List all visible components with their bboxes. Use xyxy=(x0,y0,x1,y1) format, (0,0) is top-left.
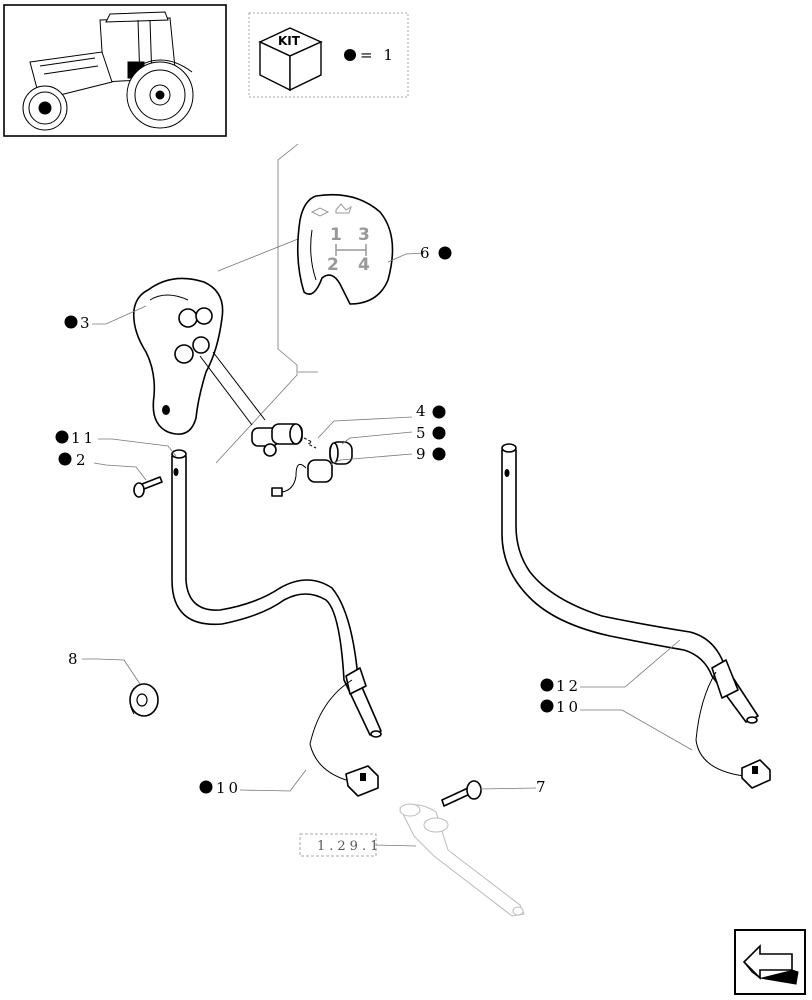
svg-text:4: 4 xyxy=(416,402,429,420)
callout-10-left: 10 xyxy=(199,779,241,797)
callout-9: 9 xyxy=(416,445,446,463)
washer-8 xyxy=(129,683,159,717)
leader-lines xyxy=(82,252,693,792)
tractor-icon xyxy=(22,11,194,131)
svg-text:3: 3 xyxy=(80,314,93,332)
svg-text:10: 10 xyxy=(216,779,241,797)
tortoise-symbol-icon xyxy=(335,203,352,214)
gear-4-label: 4 xyxy=(358,255,370,275)
svg-text:12: 12 xyxy=(556,677,581,695)
gear-2-label: 2 xyxy=(327,255,339,275)
gear-3-label: 3 xyxy=(358,225,370,245)
switch-assembly xyxy=(251,423,353,497)
kit-box-icon: KIT xyxy=(258,27,323,92)
kit-legend: KIT = 1 xyxy=(248,12,409,98)
reference-label: 1.29.1 xyxy=(317,839,382,854)
bolt-2 xyxy=(133,476,163,498)
callout-4: 4 xyxy=(416,402,446,420)
svg-text:11: 11 xyxy=(71,429,96,447)
bolt-7 xyxy=(441,780,482,807)
bulb-socket xyxy=(307,459,333,483)
callout-2: 2 xyxy=(58,451,89,469)
callout-6: 6 xyxy=(420,244,452,262)
ghost-lever-support xyxy=(399,803,525,917)
hare-symbol-icon xyxy=(310,207,330,217)
svg-text:10: 10 xyxy=(556,698,581,716)
svg-text:2: 2 xyxy=(76,451,89,469)
kit-badge-label: KIT xyxy=(278,34,301,48)
kit-equals-label: = 1 xyxy=(360,46,396,64)
svg-text:9: 9 xyxy=(416,445,429,463)
callout-10-right: 10 xyxy=(540,698,581,716)
callout-12: 12 xyxy=(540,677,581,695)
gear-decal: 1 3 2 4 xyxy=(296,193,394,305)
kit-dot-icon xyxy=(344,49,356,61)
callout-3: 3 xyxy=(64,314,93,332)
return-arrow-icon[interactable] xyxy=(734,929,806,995)
right-gear-lever xyxy=(501,443,771,789)
svg-text:7: 7 xyxy=(536,778,549,796)
svg-text:5: 5 xyxy=(416,424,429,442)
reference-box: 1.29.1 xyxy=(299,833,417,857)
assembly-boundary-lines xyxy=(215,143,318,464)
svg-text:8: 8 xyxy=(68,650,81,668)
callout-8: 8 xyxy=(68,650,81,668)
svg-text:6: 6 xyxy=(420,244,433,262)
callout-5: 5 xyxy=(416,424,446,442)
tractor-thumbnail xyxy=(3,4,227,137)
left-gear-lever xyxy=(171,449,382,797)
callout-7: 7 xyxy=(536,778,549,796)
callout-11: 11 xyxy=(55,429,96,447)
gear-knob xyxy=(132,277,266,435)
gear-1-label: 1 xyxy=(330,225,342,245)
